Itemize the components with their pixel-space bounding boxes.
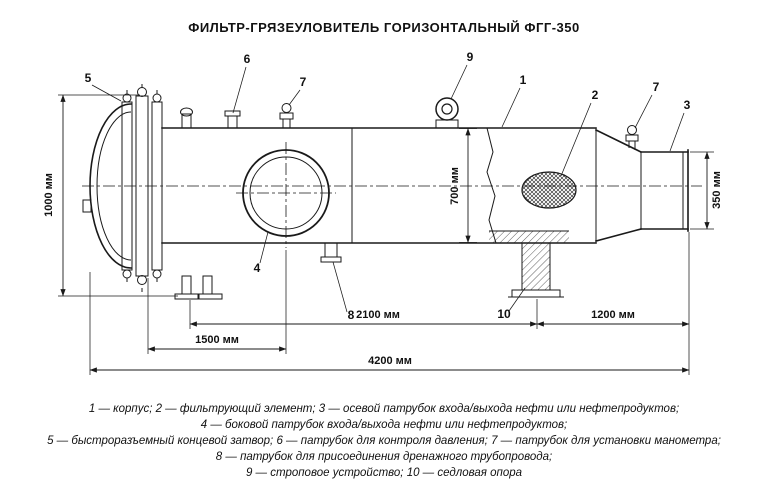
dim-overall-length: 4200 мм (368, 355, 412, 367)
legend: 1 — корпус; 2 — фильтрующий элемент; 3 —… (0, 401, 768, 481)
callout-end-closure: 5 (85, 71, 92, 85)
dim-shell-diameter: 700 мм (449, 167, 461, 205)
manometer-nozzle-right (625, 125, 639, 150)
left-support-legs (174, 275, 223, 300)
callout-manometer-right: 7 (653, 80, 660, 94)
saddle-support (508, 242, 564, 298)
legend-line-5: 9 — строповое устройство; 10 — седловая … (245, 467, 523, 479)
legend-line-2: 4 — боковой патрубок входа/выхода нефти … (200, 419, 568, 431)
callout-saddle-support: 10 (497, 307, 511, 321)
pressure-control-nozzle (224, 110, 241, 129)
callout-body: 1 (520, 73, 527, 87)
centerlines (82, 142, 702, 248)
callout-filter-element: 2 (592, 88, 599, 102)
dimensions: 1000 мм 700 мм 350 мм 2100 мм 1200 мм 15… (43, 94, 723, 375)
filter-mesh (521, 171, 577, 209)
end-closure (82, 84, 193, 292)
supports (174, 242, 564, 300)
legend-line-3: 5 — быстроразъемный концевой затвор; 6 —… (47, 435, 721, 447)
manometer-nozzle-left (279, 103, 294, 128)
callout-pressure-control-nozzle: 6 (244, 52, 251, 66)
drain-nozzle (320, 243, 342, 263)
callout-drain-nozzle: 8 (348, 308, 355, 322)
callout-sling-device: 9 (467, 50, 474, 64)
dim-left-section: 1500 мм (195, 334, 239, 346)
dim-supports-span: 2100 мм (356, 309, 400, 321)
top-fittings (224, 97, 639, 150)
sling-device (435, 97, 459, 129)
legend-line-4: 8 — патрубок для присоединения дренажног… (215, 451, 553, 463)
legend-line-1: 1 — корпус; 2 — фильтрующий элемент; 3 —… (88, 403, 680, 415)
dim-right-section: 1200 мм (591, 309, 635, 321)
dim-overall-height: 1000 мм (43, 173, 55, 217)
callout-side-nozzle: 4 (254, 261, 261, 275)
axial-nozzle (594, 128, 689, 242)
dim-nozzle-diameter: 350 мм (711, 171, 723, 209)
drawing-title: ФИЛЬТР-ГРЯЗЕУЛОВИТЕЛЬ ГОРИЗОНТАЛЬНЫЙ ФГГ… (188, 20, 580, 35)
callouts: 5 6 7 9 1 2 7 3 4 8 10 (85, 50, 691, 322)
callout-manometer-left: 7 (300, 75, 307, 89)
filter-element (489, 171, 577, 243)
callout-axial-nozzle: 3 (684, 98, 691, 112)
